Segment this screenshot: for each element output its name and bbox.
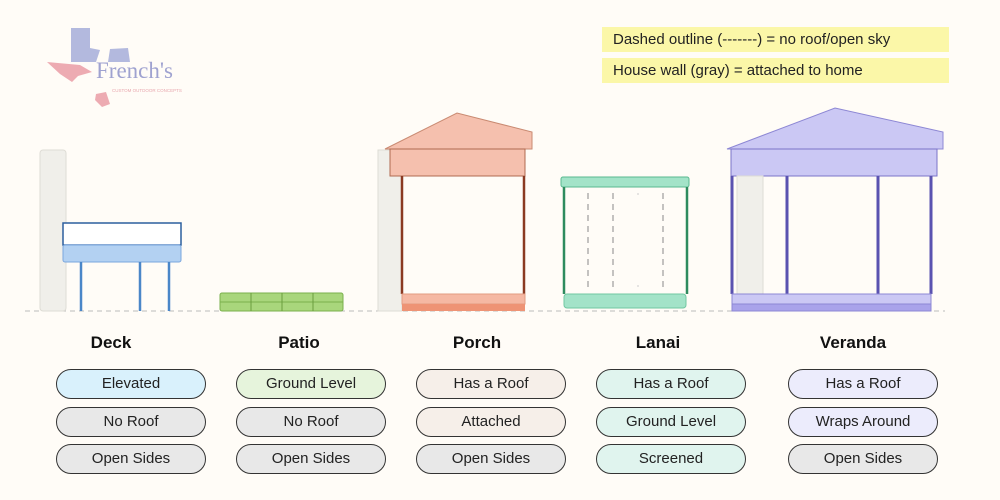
feature-pill: Open Sides (56, 444, 206, 474)
veranda-illustration (726, 107, 944, 312)
logo-tagline: CUSTOM OUTDOOR CONCEPTS (112, 88, 182, 93)
house-wall (736, 175, 764, 295)
veranda-floor (731, 293, 932, 305)
logo-texas-shape-east (108, 48, 130, 62)
structure-title-patio: Patio (278, 333, 320, 352)
lanai-illustration (560, 176, 690, 309)
porch-base (402, 304, 525, 311)
feature-pill: Has a Roof (788, 369, 938, 399)
structure-title-deck: Deck (90, 333, 132, 352)
structure-title-veranda: Veranda (819, 333, 887, 352)
logo-texas-shape-north (71, 28, 100, 62)
porch-floor (401, 293, 526, 305)
feature-pill: Has a Roof (596, 369, 746, 399)
structure-title-porch: Porch (452, 333, 502, 352)
logo-text: French's (96, 58, 173, 83)
patio-illustration (219, 292, 344, 312)
porch-illustration (377, 112, 533, 312)
feature-pill: Wraps Around (788, 407, 938, 437)
feature-pill: Elevated (56, 369, 206, 399)
feature-pill: Open Sides (236, 444, 386, 474)
feature-pill: Screened (596, 444, 746, 474)
feature-pill: Ground Level (236, 369, 386, 399)
feature-pill: Open Sides (788, 444, 938, 474)
deck-railing (62, 222, 182, 246)
veranda-base (731, 303, 932, 312)
logo-texas-shape-west (47, 62, 92, 82)
feature-pill: Attached (416, 407, 566, 437)
lanai-floor (563, 293, 687, 309)
veranda-roof (726, 107, 944, 150)
feature-pill: No Roof (236, 407, 386, 437)
frenchs-logo: French's CUSTOM OUTDOOR CONCEPTS (47, 28, 182, 107)
deck-platform (62, 244, 182, 263)
feature-pill: Has a Roof (416, 369, 566, 399)
structure-title-lanai: Lanai (635, 333, 681, 352)
veranda-fascia (730, 148, 938, 177)
feature-pill: No Roof (56, 407, 206, 437)
legend-dashed-outline: Dashed outline (-------) = no roof/open … (602, 27, 949, 52)
house-wall (39, 149, 67, 312)
porch-roof (384, 112, 533, 150)
feature-pill: Ground Level (596, 407, 746, 437)
feature-pill: Open Sides (416, 444, 566, 474)
lanai-roof (560, 176, 690, 188)
porch-fascia (389, 148, 526, 177)
legend-house-wall: House wall (gray) = attached to home (602, 58, 949, 83)
deck-illustration (39, 149, 182, 312)
logo-texas-shape-south (95, 92, 110, 107)
